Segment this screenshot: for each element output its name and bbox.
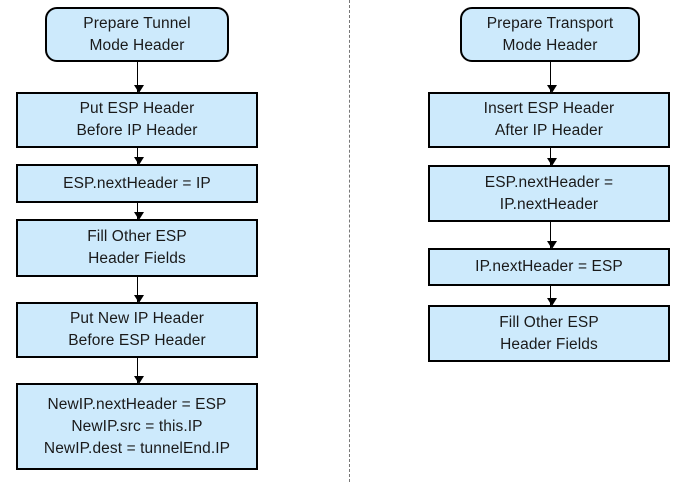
flow-node-label: IP.nextHeader = ESP <box>475 258 623 275</box>
flow-node-tunnel-esp-nextheader: ESP.nextHeader = IP <box>16 164 258 203</box>
flow-node-tunnel-newip-fields: NewIP.nextHeader = ESP NewIP.src = this.… <box>16 383 258 470</box>
flow-node-tunnel-put-new-ip-header: Put New IP Header Before ESP Header <box>16 302 258 358</box>
flow-node-transport-insert-esp-header: Insert ESP Header After IP Header <box>428 92 670 148</box>
flow-arrow-tunnel-arrow-4 <box>133 277 144 303</box>
flow-node-transport-ip-nextheader: IP.nextHeader = ESP <box>428 248 670 286</box>
flow-node-transport-esp-nextheader: ESP.nextHeader = IP.nextHeader <box>428 165 670 222</box>
flow-node-label: Put ESP Header Before IP Header <box>76 100 198 139</box>
flow-node-tunnel-put-esp-header: Put ESP Header Before IP Header <box>16 92 258 148</box>
flow-arrow-transport-arrow-2 <box>546 148 557 166</box>
flow-arrow-tunnel-arrow-5 <box>133 358 144 384</box>
flow-node-label: Prepare Tunnel Mode Header <box>83 14 191 54</box>
flow-arrow-transport-arrow-4 <box>546 286 557 306</box>
column-divider <box>349 0 350 482</box>
flow-arrow-transport-arrow-3 <box>546 222 557 249</box>
flow-node-tunnel-start: Prepare Tunnel Mode Header <box>45 7 229 62</box>
flow-arrow-tunnel-arrow-1 <box>133 62 144 93</box>
flow-node-transport-fill-other-esp: Fill Other ESP Header Fields <box>428 305 670 362</box>
flow-arrow-tunnel-arrow-2 <box>133 148 144 165</box>
flow-node-label: Fill Other ESP Header Fields <box>499 313 599 353</box>
flow-node-label: ESP.nextHeader = IP <box>63 174 211 192</box>
flow-node-label: Put New IP Header Before ESP Header <box>68 310 206 349</box>
flow-node-label: ESP.nextHeader = IP.nextHeader <box>484 173 614 213</box>
flow-node-tunnel-fill-other-esp: Fill Other ESP Header Fields <box>16 219 258 277</box>
flow-node-label: Fill Other ESP Header Fields <box>87 228 187 267</box>
flow-node-label: Prepare Transport Mode Header <box>486 14 614 54</box>
flow-arrow-tunnel-arrow-3 <box>133 203 144 220</box>
flow-node-label: Insert ESP Header After IP Header <box>483 100 615 139</box>
flow-node-transport-start: Prepare Transport Mode Header <box>460 7 640 62</box>
flow-arrow-transport-arrow-1 <box>546 62 557 93</box>
flow-node-label: NewIP.nextHeader = ESP NewIP.src = this.… <box>43 395 231 457</box>
